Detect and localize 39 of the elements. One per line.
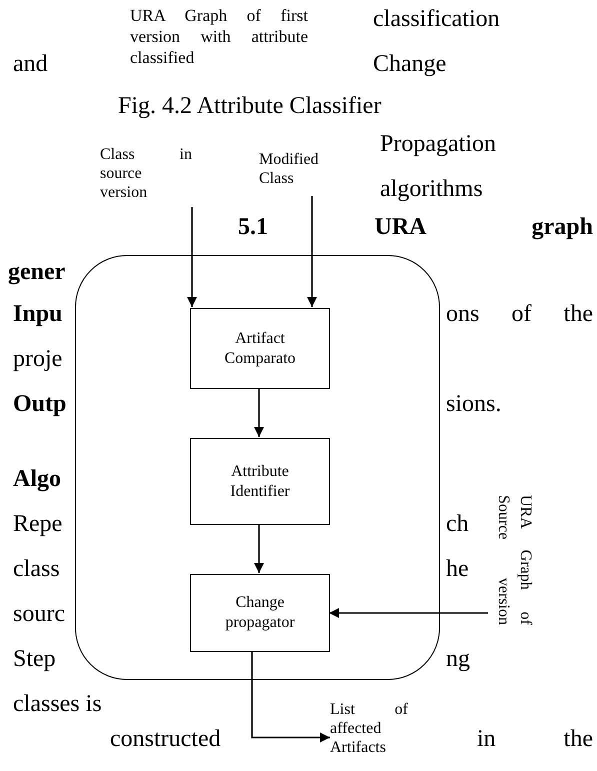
body-text: in the	[477, 725, 593, 753]
arrow	[329, 608, 488, 618]
body-text: ch	[446, 510, 469, 538]
body-text: algorithms	[380, 175, 483, 203]
body-text: he	[446, 555, 469, 583]
process-box: Attribute Identifier	[190, 438, 330, 525]
process-box: Artifact Comparato	[190, 308, 330, 389]
rounded-container	[75, 255, 440, 680]
output-label: List of affected Artifacts	[330, 700, 408, 771]
section-heading: Algo	[13, 465, 61, 493]
body-text: Change	[373, 50, 446, 78]
arrow	[307, 196, 317, 307]
arrow	[254, 388, 264, 437]
body-text: classes is	[13, 690, 102, 718]
arrow	[251, 651, 330, 742]
section-heading: gener	[8, 258, 66, 286]
body-text: ons of the	[446, 300, 593, 328]
body-text: Repe	[13, 510, 62, 538]
input-label: Modified Class	[259, 150, 341, 196]
process-box: Change propagator	[190, 574, 330, 652]
body-text: ng	[446, 645, 470, 673]
body-text: sions.	[446, 390, 502, 418]
arrow	[187, 207, 197, 307]
body-text: Inpu	[13, 300, 62, 328]
body-text: sourc	[13, 600, 65, 628]
input-label: Class in source version	[100, 145, 192, 207]
input-label: URA Graph of Source version	[488, 495, 536, 625]
body-text: URA Graph of first version with attribute classified	[130, 5, 308, 68]
figure-caption: Fig. 4.2 Attribute Classifier	[118, 92, 382, 120]
body-text: constructed	[110, 725, 221, 753]
body-text: Outp	[13, 390, 66, 418]
body-text: and	[13, 50, 48, 78]
body-text: Step	[13, 645, 56, 673]
section-heading: 5.1 URA graph	[238, 213, 593, 241]
body-text: classification	[373, 5, 500, 33]
arrow	[254, 524, 264, 573]
body-text: proje	[13, 345, 62, 373]
body-text: class	[13, 555, 60, 583]
body-text: Propagation	[380, 130, 496, 158]
